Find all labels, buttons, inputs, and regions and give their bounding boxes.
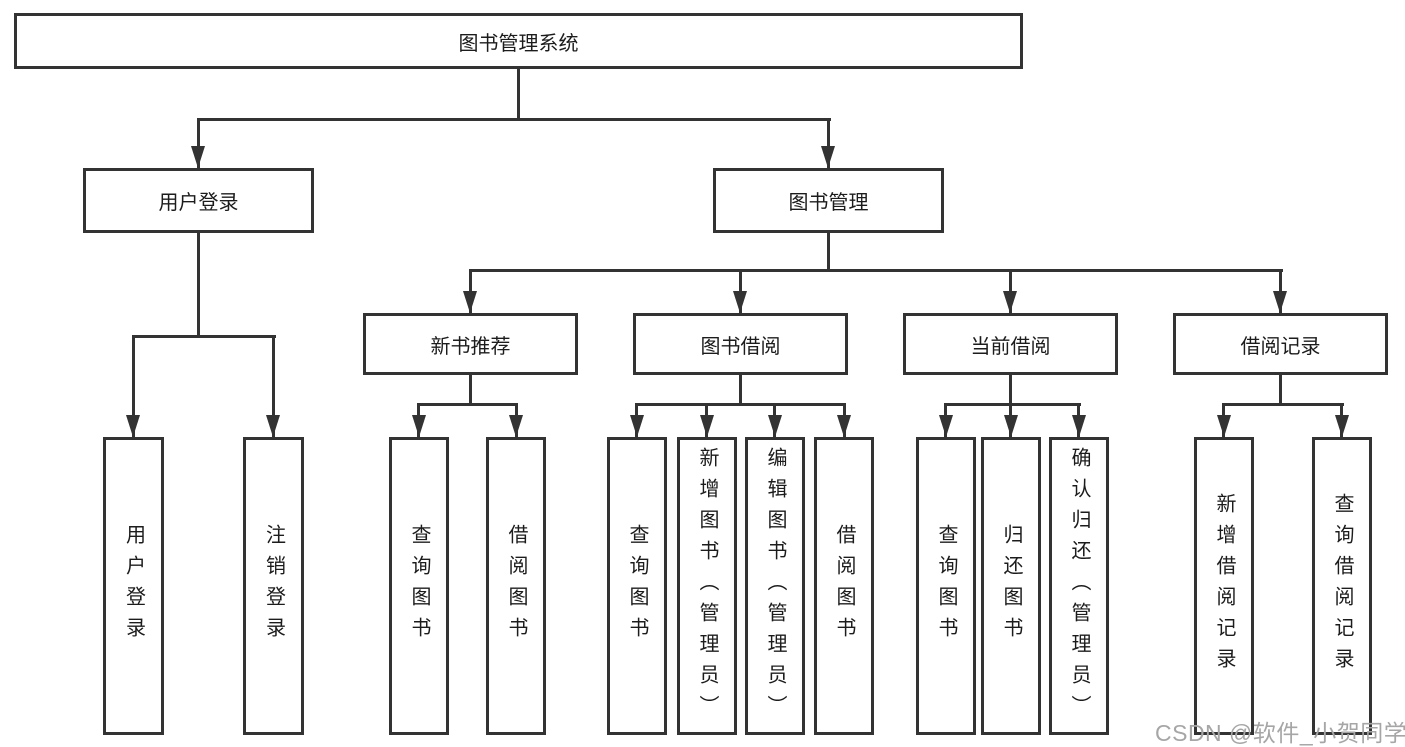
leaf-label: 用户登录 [122,524,145,648]
connector-hline [944,403,1081,406]
connector-vline [827,118,830,168]
node-label: 当前借阅 [970,335,1051,358]
node-label: 图书管理系统 [458,32,579,55]
leaf-label: 借阅图书 [833,524,855,648]
connector-vline [469,375,472,406]
leaf-label: 编辑图书（管理员） [764,446,786,726]
leaf-br-query-record: 查询借阅记录 [1312,437,1372,735]
connector-hline [1222,403,1344,406]
node-label: 图书管理 [788,192,869,214]
arrowhead-down [837,415,851,437]
connector-vline [1279,375,1282,406]
csdn-watermark: CSDN @软件_小贺同学 [1155,720,1405,746]
leaf-cb-return-book: 归还图书 [981,437,1041,735]
connector-vline [132,335,135,437]
leaf-bb-query-book: 查询图书 [607,437,667,735]
connector-vline [197,118,200,168]
arrowhead-down [463,291,477,313]
arrowhead-down [509,415,523,437]
connector-hline [417,403,518,406]
leaf-label: 查询图书 [408,524,430,648]
connector-vline [739,375,742,406]
leaf-user-login: 用户登录 [103,437,164,735]
leaf-label: 查询图书 [626,524,648,648]
node-user-login: 用户登录 [83,168,314,233]
node-label: 借阅记录 [1240,335,1321,358]
leaf-label: 新增借阅记录 [1213,493,1235,679]
node-label: 图书借阅 [700,335,781,358]
connector-vline [827,232,830,272]
leaf-label: 查询借阅记录 [1331,493,1353,679]
node-new-book-recommend: 新书推荐 [363,313,578,375]
leaf-label: 确认归还（管理员） [1068,446,1090,726]
arrowhead-down [821,146,835,168]
arrowhead-down [768,415,782,437]
leaf-new-borrow-book: 借阅图书 [486,437,546,735]
leaf-logout-login: 注销登录 [243,437,304,735]
connector-vline [1009,375,1012,406]
leaf-label: 归还图书 [1000,524,1022,648]
arrowhead-down [191,146,205,168]
connector-vline [197,232,200,337]
leaf-cb-query-book: 查询图书 [916,437,976,735]
node-borrow-records: 借阅记录 [1173,313,1388,375]
arrowhead-down [733,291,747,313]
leaf-cb-confirm-return-admin: 确认归还（管理员） [1049,437,1109,735]
arrowhead-down [412,415,426,437]
node-current-borrow: 当前借阅 [903,313,1118,375]
connector-hline [635,403,846,406]
node-library-management-system: 图书管理系统 [14,13,1023,69]
arrowhead-down [126,415,140,437]
leaf-label: 借阅图书 [505,524,527,648]
arrowhead-down [1217,415,1231,437]
leaf-label: 新增图书（管理员） [696,446,718,726]
leaf-bb-edit-book-admin: 编辑图书（管理员） [745,437,805,735]
node-label: 用户登录 [158,192,239,214]
node-book-borrow: 图书借阅 [633,313,848,375]
connector-vline [517,68,520,120]
leaf-bb-add-book-admin: 新增图书（管理员） [677,437,737,735]
leaf-label: 注销登录 [262,524,285,648]
arrowhead-down [939,415,953,437]
leaf-bb-borrow-book: 借阅图书 [814,437,874,735]
connector-hline [469,269,1283,272]
connector-vline [272,335,275,437]
arrowhead-down [1335,415,1349,437]
arrowhead-down [1004,415,1018,437]
connector-hline [132,335,276,338]
arrowhead-down [700,415,714,437]
connector-hline [197,118,831,121]
leaf-br-add-record: 新增借阅记录 [1194,437,1254,735]
arrowhead-down [1072,415,1086,437]
arrowhead-down [266,415,280,437]
leaf-label: 查询图书 [935,524,957,648]
node-book-management: 图书管理 [713,168,944,233]
node-label: 新书推荐 [430,335,511,358]
arrowhead-down [1273,291,1287,313]
arrowhead-down [630,415,644,437]
arrowhead-down [1003,291,1017,313]
leaf-new-query-book: 查询图书 [389,437,449,735]
